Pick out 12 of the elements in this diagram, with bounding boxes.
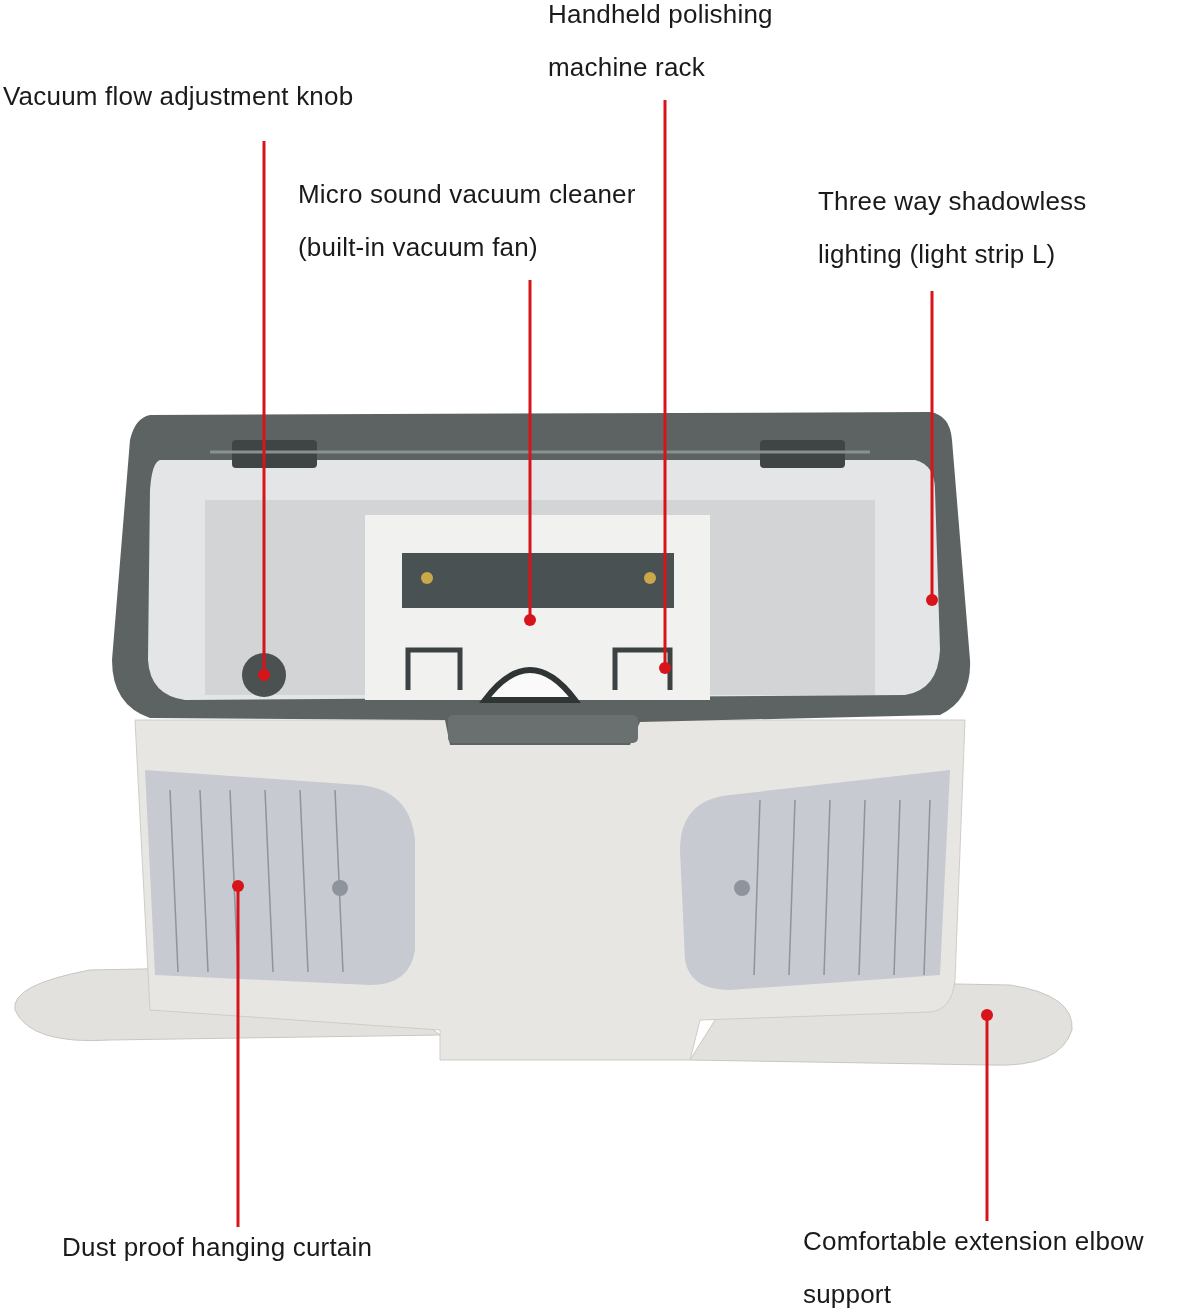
leader-line [524, 280, 536, 626]
callout-label: Three way shadowless lighting (light strip L) [818, 175, 1148, 281]
leader-line [232, 880, 244, 1227]
leader-line [981, 1009, 993, 1221]
callout-label: Dust proof hanging curtain [62, 1221, 442, 1274]
callout-label: Handheld polishing machine rack [548, 0, 828, 94]
leader-line [926, 291, 938, 606]
callout-label: Vacuum flow adjustment knob [3, 70, 423, 123]
callout-label: Comfortable extension elbow support [803, 1215, 1192, 1313]
leader-line [659, 100, 671, 674]
callout-label: Micro sound vacuum cleaner (built-in vacuum fan) [298, 168, 698, 274]
leader-line [258, 141, 270, 681]
